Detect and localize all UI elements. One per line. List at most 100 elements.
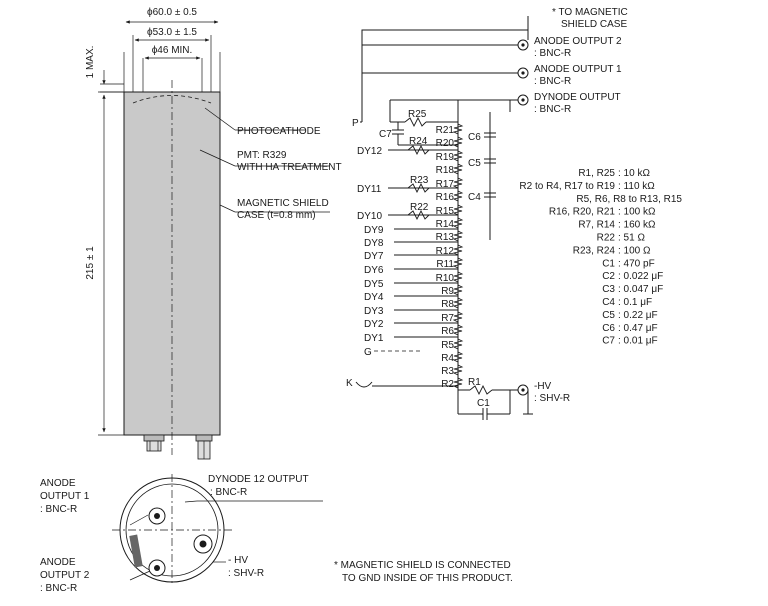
- component-value: : 51 Ω: [618, 233, 645, 244]
- r24-label: R24: [409, 136, 428, 147]
- ladder-resistor-label: R13: [436, 232, 455, 243]
- dy1-label: DY1: [364, 333, 384, 344]
- component-name: R16, R20, R21: [549, 207, 616, 218]
- component-name: C1: [602, 258, 615, 269]
- component-name: C2: [602, 271, 615, 282]
- dy11-label: DY11: [357, 184, 382, 195]
- hv-output-label: -HV: [534, 381, 552, 392]
- bv-anode1-type: : BNC-R: [40, 504, 77, 515]
- dy4-label: DY4: [364, 292, 384, 303]
- component-name: C7: [602, 336, 615, 347]
- ladder-resistor: [452, 257, 464, 269]
- to-shield-label: * TO MAGNETIC: [552, 7, 628, 18]
- ladder-resistor: [452, 177, 464, 189]
- component-name: C5: [602, 310, 615, 321]
- ladder-resistor: [452, 338, 464, 350]
- ladder-resistor: [452, 311, 464, 323]
- p-label: P: [352, 118, 359, 129]
- ladder-resistor: [452, 297, 464, 309]
- bv-hv-label: - HV: [228, 555, 248, 566]
- component-name: R1, R25: [578, 168, 615, 179]
- ladder-resistor: [452, 351, 464, 363]
- r23-label: R23: [410, 175, 429, 186]
- component-value: : 0.47 μF: [618, 323, 658, 334]
- bv-anode1-label: ANODE: [40, 478, 76, 489]
- ladder-resistor: [452, 136, 464, 148]
- dy3-label: DY3: [364, 306, 384, 317]
- component-value: : 0.1 μF: [618, 297, 652, 308]
- top-max-label: 1 MAX.: [85, 46, 96, 79]
- component-value: : 100 Ω: [618, 245, 651, 256]
- dy5-label: DY5: [364, 279, 384, 290]
- anode1-connector: [517, 67, 529, 79]
- component-name: C4: [602, 297, 615, 308]
- component-value: : 470 pF: [618, 258, 655, 269]
- ladder-resistor-label: R6: [441, 326, 454, 337]
- ladder-resistor: [452, 271, 464, 283]
- voltage-divider-circuit: * TO MAGNETIC SHIELD CASE ANODE OUTPUT 2…: [346, 7, 628, 420]
- ladder-resistor-label: R8: [441, 299, 454, 310]
- tube-side-view: ϕ60.0 ± 0.5 ϕ53.0 ± 1.5 ϕ46 MIN. 1 MAX. …: [85, 7, 342, 460]
- to-shield-label-2: SHIELD CASE: [561, 19, 627, 30]
- photocathode-label: PHOTOCATHODE: [237, 126, 321, 137]
- component-value: : 0.01 μF: [618, 336, 658, 347]
- inner-diameter-label: ϕ53.0 ± 1.5: [147, 27, 197, 38]
- ladder-resistor-label: R4: [441, 353, 454, 364]
- bv-anode2-label: ANODE: [40, 557, 76, 568]
- ladder-resistor-label: R14: [436, 219, 455, 230]
- outer-diameter-label: ϕ60.0 ± 0.5: [147, 7, 197, 18]
- ladder-resistor: [452, 150, 464, 162]
- k-label: K: [346, 378, 353, 389]
- ladder-resistor-label: R2: [441, 379, 454, 390]
- ladder-resistor: [452, 163, 464, 175]
- bv-anode1-label-2: OUTPUT 1: [40, 491, 90, 502]
- component-name: R5, R6, R8 to R13, R15: [576, 194, 682, 205]
- min-diameter-label: ϕ46 MIN.: [152, 45, 193, 56]
- ladder-resistor: [452, 123, 464, 135]
- bv-hv-type: : SHV-R: [228, 568, 264, 579]
- shield-thickness-label: CASE (t=0.8 mm): [237, 210, 316, 221]
- bv-anode2-label-2: OUTPUT 2: [40, 570, 90, 581]
- ladder-resistor-label: R7: [441, 313, 454, 324]
- component-value: : 0.022 μF: [618, 271, 663, 282]
- length-label: 215 ± 1: [85, 246, 96, 280]
- ladder-resistor-label: R15: [436, 206, 455, 217]
- component-value: : 100 kΩ: [618, 207, 656, 218]
- bottom-connectors: [143, 434, 213, 460]
- ladder-resistor-label: R9: [441, 286, 454, 297]
- pmt-treatment-label: WITH HA TREATMENT: [237, 162, 342, 173]
- ladder-resistor-label: R16: [436, 192, 455, 203]
- anode1-output-label: ANODE OUTPUT 1: [534, 64, 622, 75]
- ladder-resistor: [452, 204, 464, 216]
- c1-label: C1: [477, 398, 490, 409]
- ladder-resistor-label: R11: [436, 259, 454, 270]
- bottom-view: ANODE OUTPUT 1 : BNC-R ANODE OUTPUT 2 : …: [40, 474, 323, 594]
- dy8-label: DY8: [364, 238, 384, 249]
- c5-label: C5: [468, 158, 481, 169]
- g-label: G: [364, 347, 372, 358]
- note-line2: TO GND INSIDE OF THIS PRODUCT.: [342, 573, 513, 584]
- dy10-label: DY10: [357, 211, 382, 222]
- component-value: : 110 kΩ: [618, 181, 655, 192]
- shield-label: MAGNETIC SHIELD: [237, 198, 329, 209]
- component-name: R2 to R4, R17 to R19: [519, 181, 615, 192]
- dy7-label: DY7: [364, 251, 384, 262]
- ladder-resistor-label: R17: [436, 179, 455, 190]
- r22-label: R22: [410, 202, 429, 213]
- pmt-label: PMT: R329: [237, 150, 287, 161]
- ladder-resistor-label: R5: [441, 340, 454, 351]
- ladder-resistor-label: R21: [436, 125, 455, 136]
- note-line1: * MAGNETIC SHIELD IS CONNECTED: [334, 560, 511, 571]
- ladder-resistor: [452, 230, 464, 242]
- anode2-output-label: ANODE OUTPUT 2: [534, 36, 622, 47]
- component-value: : 0.047 μF: [618, 284, 663, 295]
- dy6-label: DY6: [364, 265, 384, 276]
- hv-output-type: : SHV-R: [534, 393, 570, 404]
- component-value: : 10 kΩ: [618, 168, 650, 179]
- dynode-connector: [517, 94, 529, 106]
- anode1-output-type: : BNC-R: [534, 76, 571, 87]
- dynode-output-label: DYNODE OUTPUT: [534, 92, 621, 103]
- ladder-resistor-label: R10: [436, 273, 455, 284]
